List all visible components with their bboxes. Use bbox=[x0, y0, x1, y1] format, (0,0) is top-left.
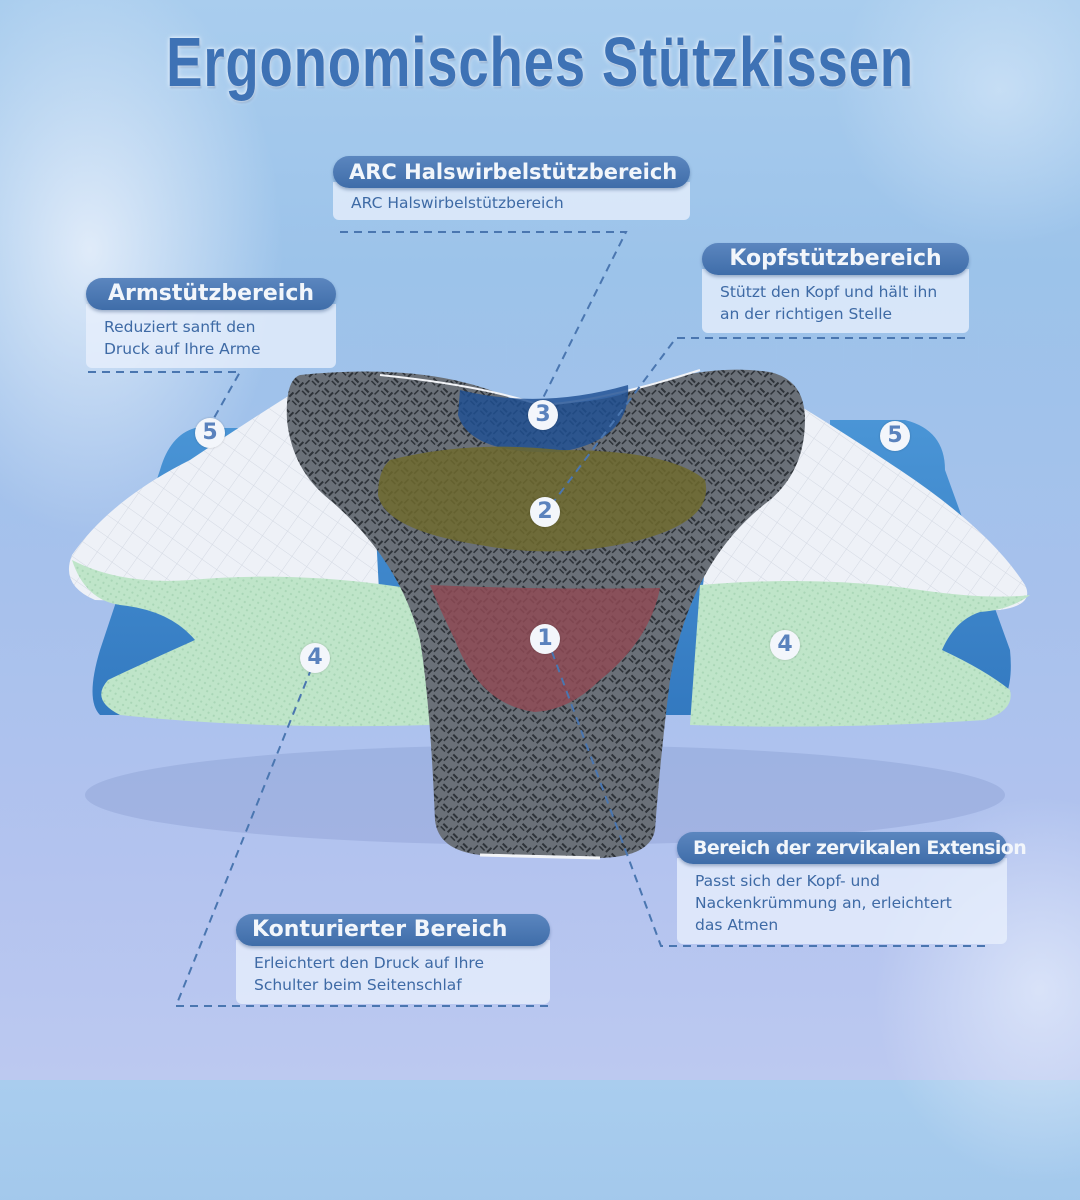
callout-description: Passt sich der Kopf- und Nackenkrümmung … bbox=[677, 858, 1007, 944]
zone-marker-2: 2 bbox=[530, 497, 560, 527]
callout-description: Stützt den Kopf und hält ihn an der rich… bbox=[702, 269, 969, 333]
zone-marker-3: 3 bbox=[528, 400, 558, 430]
pillow-illustration bbox=[68, 369, 1030, 860]
callout-title: Konturierter Bereich bbox=[236, 914, 550, 946]
contoured-side-left bbox=[72, 560, 430, 727]
zone-marker-5-left: 5 bbox=[195, 418, 225, 448]
callout-title: Armstützbereich bbox=[86, 278, 336, 310]
callout-description: Reduziert sanft den Druck auf Ihre Arme bbox=[86, 304, 336, 368]
callout-description: ARC Halswirbelstützbereich bbox=[333, 182, 690, 220]
zone-marker-5-right: 5 bbox=[880, 421, 910, 451]
page-title: Ergonomisches Stützkissen bbox=[166, 23, 914, 101]
zone-marker-4-left: 4 bbox=[300, 643, 330, 673]
leader-lines bbox=[88, 231, 985, 1007]
callout-title: Bereich der zervikalen Extension bbox=[677, 832, 1027, 864]
callout-title: ARC Halswirbelstützbereich bbox=[333, 156, 690, 188]
callout-arc-neck-support: ARC Halswirbelstützbereich ARC Halswirbe… bbox=[333, 156, 690, 220]
callout-title: Kopfstützbereich bbox=[702, 243, 969, 275]
zone-marker-1: 1 bbox=[530, 624, 560, 654]
callout-description: Erleichtert den Druck auf Ihre Schulter … bbox=[236, 940, 550, 1004]
callout-arm-support: Armstützbereich Reduziert sanft den Druc… bbox=[86, 278, 336, 368]
zone-marker-4-right: 4 bbox=[770, 630, 800, 660]
contoured-side-right bbox=[690, 581, 1030, 727]
callout-contoured-area: Konturierter Bereich Erleichtert den Dru… bbox=[236, 914, 550, 1004]
callout-head-support: Kopfstützbereich Stützt den Kopf und häl… bbox=[702, 243, 969, 333]
callout-cervical-extension: Bereich der zervikalen Extension Passt s… bbox=[677, 832, 1027, 944]
background-glow bbox=[820, 0, 1080, 260]
